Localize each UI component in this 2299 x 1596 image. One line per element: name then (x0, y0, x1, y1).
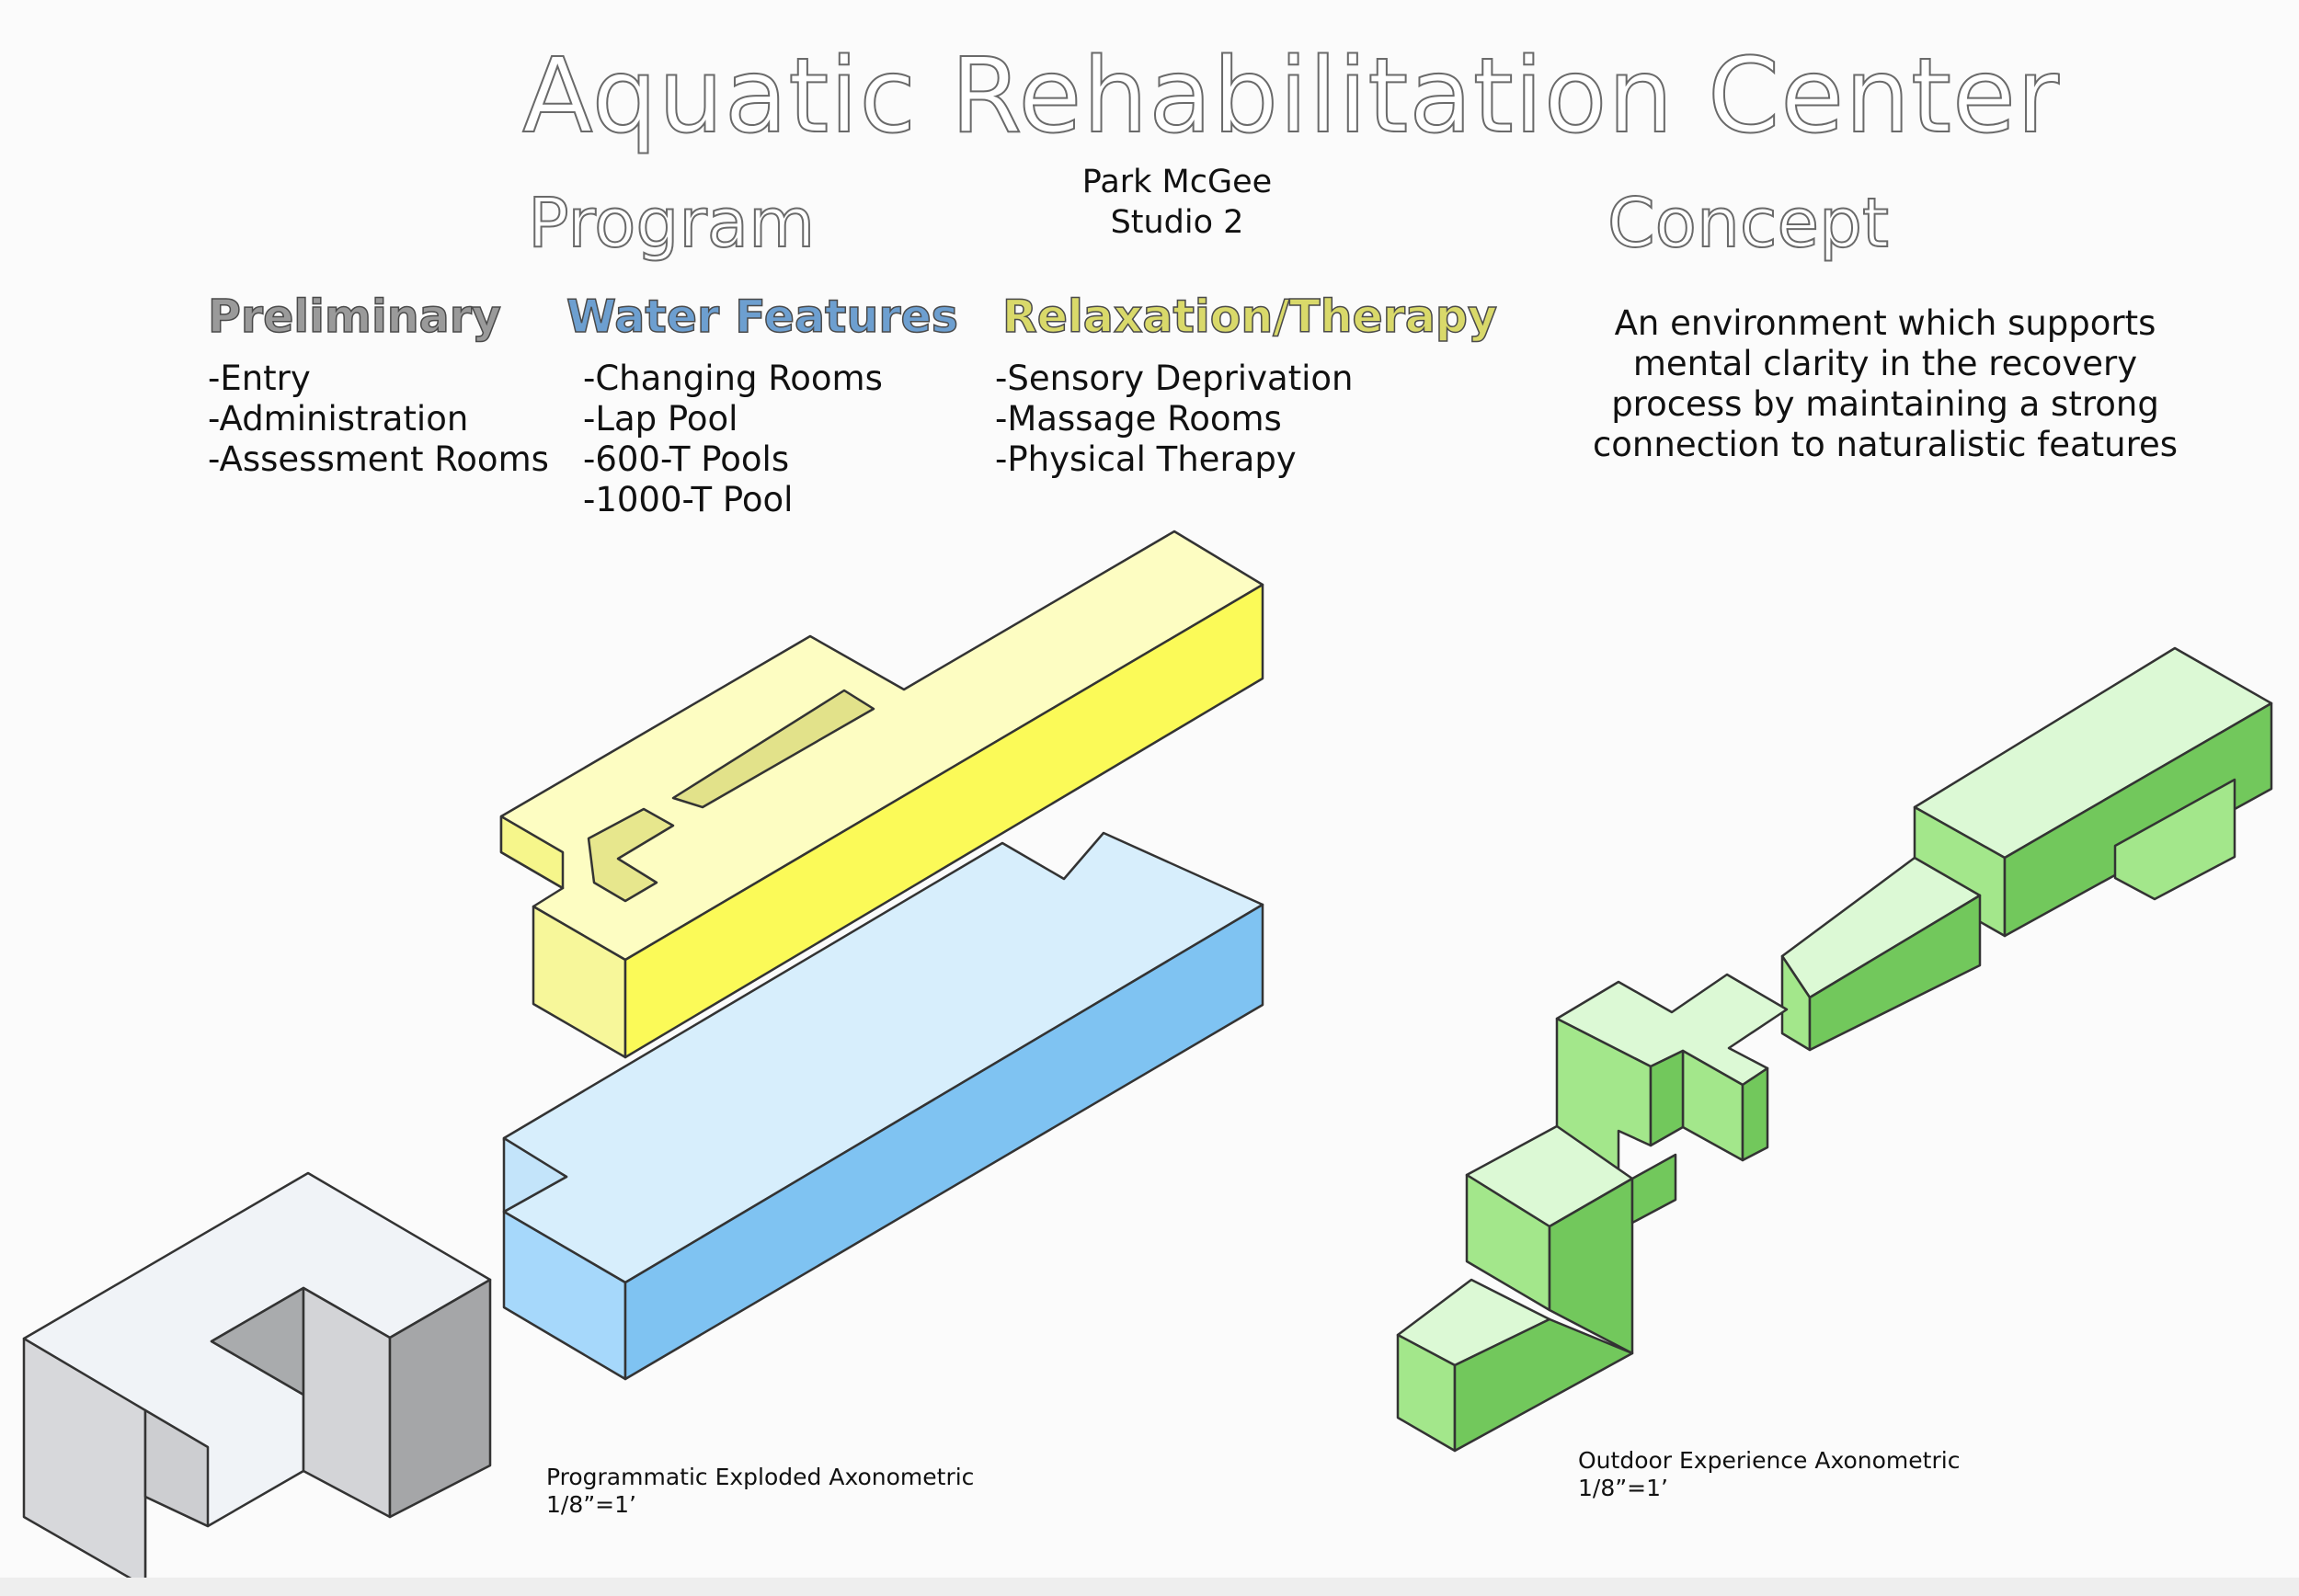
outdoor-box-under (2113, 778, 2236, 901)
water-right-face (623, 903, 1264, 1381)
water-features-list: -Changing Rooms -Lap Pool -600-T Pools -… (583, 359, 883, 520)
relaxation-therapy-heading: Relaxation/Therapy (1001, 290, 1497, 344)
list-item: -Physical Therapy (995, 439, 1297, 479)
preliminary-list: -Entry -Administration -Assessment Rooms (208, 359, 549, 480)
concept-heading: Concept (1607, 183, 1890, 264)
list-item: -Massage Rooms (995, 399, 1282, 439)
list-item: -Lap Pool (583, 399, 738, 439)
outdoor-step-right (1453, 1317, 1634, 1453)
preliminary-right-face (388, 1278, 492, 1519)
list-item: -Administration (208, 399, 469, 439)
relaxation-therapy-list: -Sensory Deprivation -Massage Rooms -Phy… (995, 359, 1354, 480)
program-heading: Program (527, 183, 816, 264)
list-item: -Sensory Deprivation (995, 359, 1354, 398)
concept-statement: An environment which supports mental cla… (1592, 303, 2179, 464)
relaxation-right-face (623, 583, 1264, 1059)
outdoor-caption-title: Outdoor Experience Axonometric (1578, 1447, 1961, 1474)
author-name: Park McGee (1081, 164, 1273, 200)
list-item: -Changing Rooms (583, 359, 883, 398)
water-step-face (502, 1136, 568, 1214)
relaxation-left-face (499, 815, 565, 890)
outdoor-cross-right (1741, 1066, 1769, 1162)
outdoor-caption-scale: 1/8”=1’ (1578, 1475, 1668, 1501)
list-item: -600-T Pools (583, 439, 790, 479)
programmatic-caption-title: Programmatic Exploded Axonometric (546, 1464, 975, 1490)
studio-label: Studio 2 (1110, 204, 1244, 241)
main-title: Aquatic Rehabilitation Center (521, 36, 2060, 157)
relaxation-opening (671, 689, 875, 809)
list-item: -1000-T Pool (583, 480, 794, 519)
author-block: Park McGee Studio 2 (1039, 162, 1315, 243)
programmatic-caption: Programmatic Exploded Axonometric 1/8”=1… (546, 1464, 974, 1519)
bottom-strip (0, 1578, 2299, 1596)
outdoor-structure (1396, 646, 2273, 1453)
water-block (502, 831, 1264, 1381)
programmatic-caption-scale: 1/8”=1’ (546, 1491, 636, 1518)
list-item: -Assessment Rooms (208, 439, 549, 479)
preliminary-front-face (143, 1408, 210, 1528)
relaxation-opening-2 (587, 807, 675, 903)
water-features-heading: Water Features (566, 290, 958, 344)
outdoor-box-right (2003, 701, 2273, 938)
outdoor-tower-back (1630, 1153, 1677, 1225)
outdoor-cross-under (1649, 1049, 1685, 1147)
outdoor-caption: Outdoor Experience Axonometric 1/8”=1’ (1578, 1447, 1960, 1502)
list-item: -Entry (208, 359, 311, 398)
preliminary-heading: Preliminary (207, 290, 501, 344)
relaxation-block (499, 530, 1264, 1059)
outdoor-bar-right (1808, 894, 1982, 1052)
preliminary-block (22, 1171, 492, 1589)
